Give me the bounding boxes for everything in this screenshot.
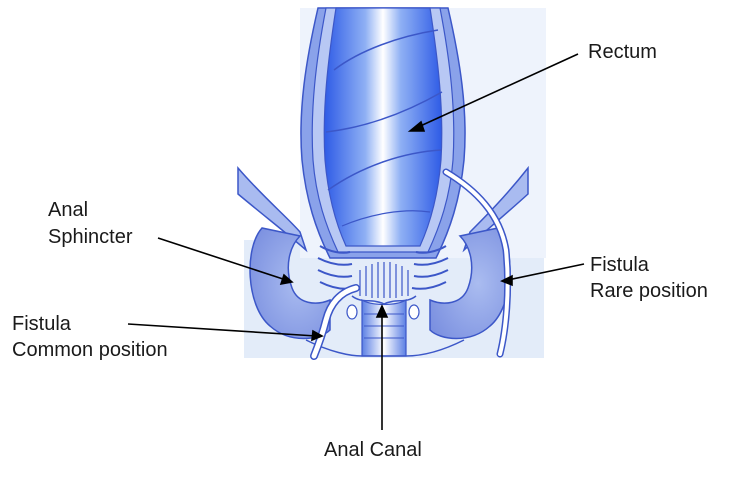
label-fistula-rare-line1: Fistula xyxy=(590,254,649,276)
rectum-arrow-head xyxy=(407,120,426,132)
right-levator xyxy=(462,165,529,253)
rectal-fold-3 xyxy=(327,149,443,191)
fistula-rare-arrow xyxy=(507,263,585,281)
label-fistula-common-line1: Fistula xyxy=(12,313,71,335)
label-anal-sphincter-line2: Sphincter xyxy=(48,226,133,248)
fistula-rare-tract-core xyxy=(444,170,510,356)
label-rectum: Rectum xyxy=(588,41,657,63)
rectum-arrow xyxy=(415,53,579,129)
dentate-fringe xyxy=(359,262,409,298)
rectal-fold-2 xyxy=(325,91,443,133)
leader-lines xyxy=(127,53,585,430)
left-anal-gland xyxy=(346,304,358,320)
fistula-common-arrow xyxy=(127,323,317,337)
left-external-sphincter xyxy=(249,227,331,340)
anal-sphincter-arrow xyxy=(157,237,287,281)
anal-canal-arrow-head xyxy=(375,304,389,318)
label-fistula-common-line2: Common position xyxy=(12,339,168,361)
label-anal-sphincter-line1: Anal xyxy=(48,199,89,221)
anal-canal-tube xyxy=(361,298,407,357)
anal-sphincter-arrow-head xyxy=(279,273,294,286)
rectal-fold-1 xyxy=(333,29,439,71)
label-fistula-rare-line2: Rare position xyxy=(590,280,708,302)
right-internal-folds xyxy=(411,245,449,290)
fistula-common-arrow-head xyxy=(311,329,324,342)
rectum-lumen xyxy=(323,7,443,247)
perianal-skin xyxy=(305,339,465,357)
rectal-fold-4 xyxy=(341,210,431,227)
left-levator xyxy=(237,165,308,253)
label-anal-canal: Anal Canal xyxy=(324,439,422,461)
fistula-rare-arrow-head xyxy=(500,274,513,287)
right-anal-gland xyxy=(408,304,420,320)
fistula-common-tract-core xyxy=(311,285,359,359)
